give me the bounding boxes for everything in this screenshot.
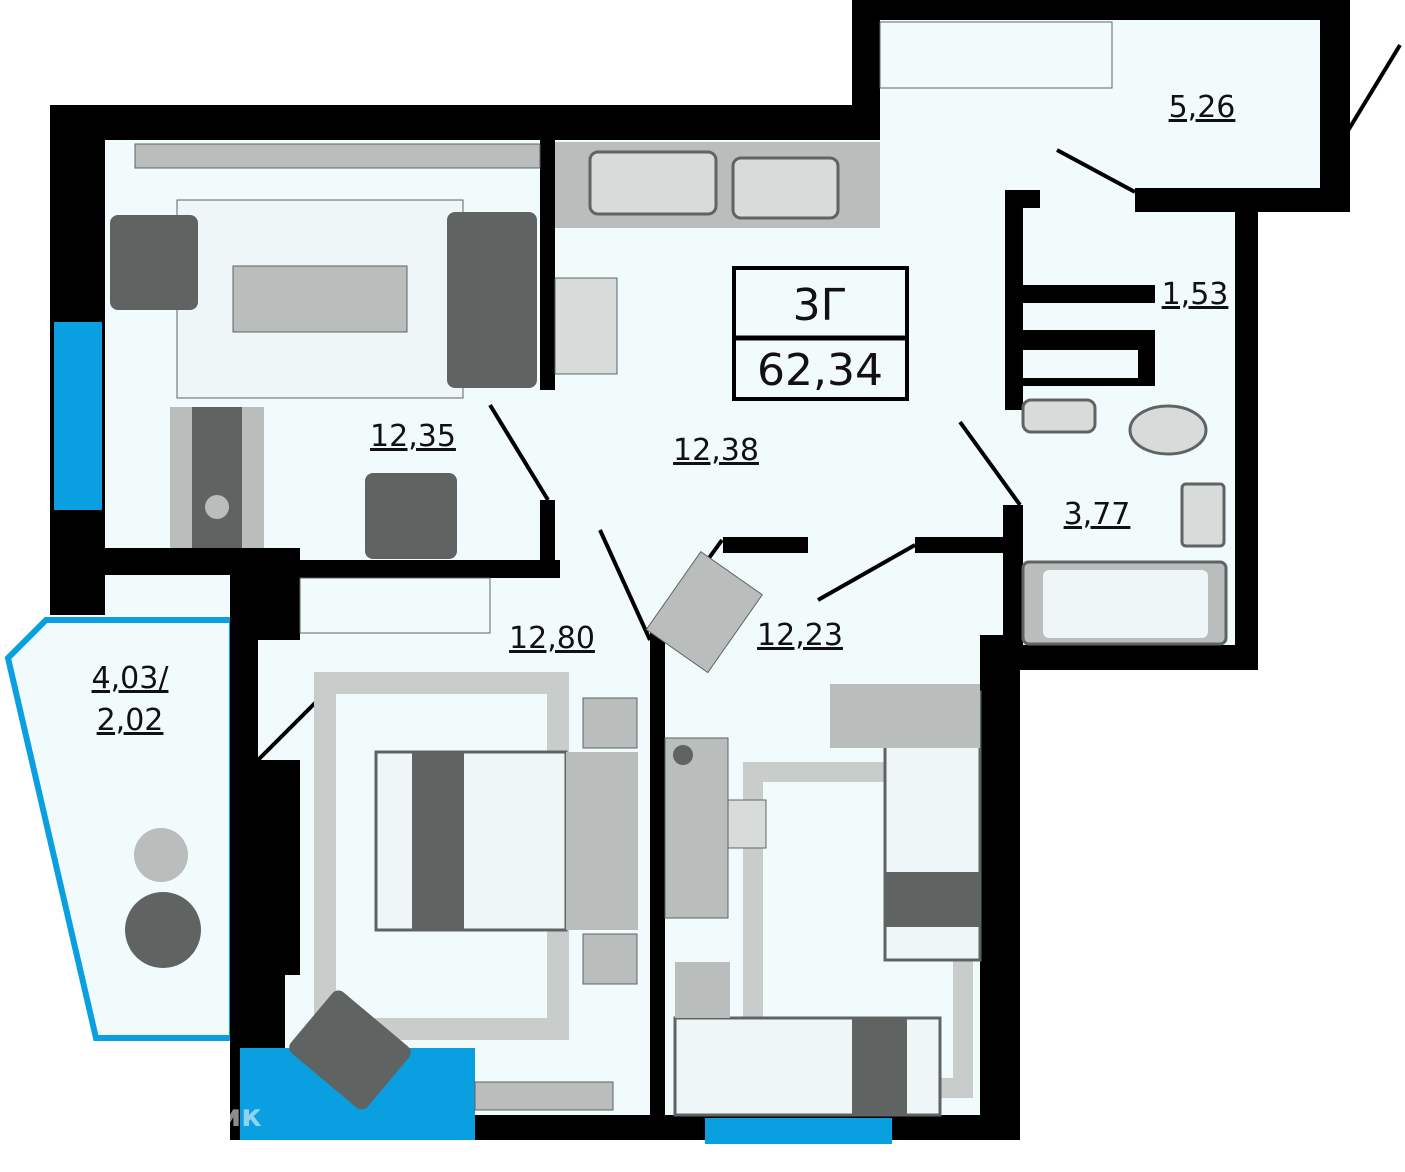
- area-label-balcony-1: 4,03/: [92, 661, 170, 696]
- armchair: [110, 215, 198, 310]
- apartment-type: 3Г: [793, 280, 848, 331]
- radiator: [474, 1081, 614, 1111]
- area-label-wardrobe-entry: 5,26: [1169, 90, 1236, 125]
- bed-left: [374, 750, 568, 932]
- sofa: [447, 212, 537, 388]
- fridge: [554, 277, 618, 375]
- washbasin: [1021, 398, 1097, 434]
- watermark: Домклик: [49, 1082, 262, 1137]
- area-label-kitchen-hall: 12,38: [673, 433, 759, 468]
- wardrobe-top: [879, 21, 1113, 89]
- armchair-bedroom: [289, 990, 411, 1110]
- total-area: 62,34: [757, 345, 883, 396]
- shelf-closet: [1023, 215, 1233, 280]
- apartment-info-box: 3Г 62,34: [732, 266, 909, 401]
- armchair-living: [365, 473, 457, 559]
- area-label-living: 12,35: [370, 419, 456, 454]
- nightstand: [582, 697, 638, 749]
- house-logo-icon: [49, 1082, 95, 1137]
- area-label-balcony-2: 2,02: [97, 703, 164, 738]
- stool-icon: [134, 828, 188, 882]
- chair-icon: [125, 892, 201, 968]
- area-label-bedroom-right: 12,23: [757, 618, 843, 653]
- wardrobe-bedroom: [645, 551, 763, 674]
- shoe-shelf: [299, 577, 491, 634]
- area-label-bedroom-left: 12,80: [509, 621, 595, 656]
- furniture: [110, 21, 1233, 1117]
- area-label-bathroom: 3,77: [1064, 497, 1131, 532]
- nightstand: [582, 933, 638, 985]
- coffee-table: [232, 265, 408, 333]
- watermark-text: Домклик: [106, 1099, 262, 1134]
- toilet: [1128, 404, 1208, 456]
- windows: [54, 322, 892, 1144]
- decor: [125, 495, 693, 968]
- sink-bath: [1180, 482, 1226, 548]
- area-label-closet: 1,53: [1162, 277, 1229, 312]
- sink-icon: [731, 156, 840, 220]
- desk: [664, 737, 729, 919]
- curtain-window-top: [134, 143, 541, 169]
- dining-table-runner: [192, 407, 242, 548]
- stove-icon: [588, 150, 718, 216]
